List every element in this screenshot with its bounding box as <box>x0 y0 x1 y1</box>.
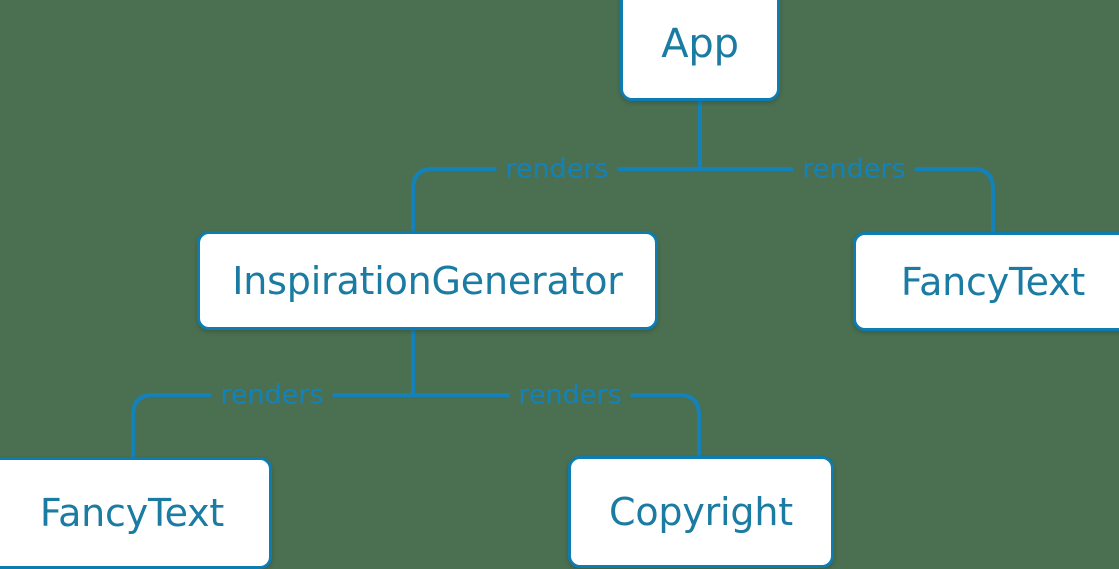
edge-label-inspiration-generator-to-copyright: renders <box>509 381 631 409</box>
node-fancytext-right[interactable]: FancyText <box>853 232 1119 331</box>
edge-label-app-to-inspiration-generator: renders <box>496 155 618 183</box>
node-app-label: App <box>661 20 739 67</box>
node-app[interactable]: App <box>620 0 780 101</box>
edge-label-inspiration-generator-to-fancytext-left: renders <box>211 381 333 409</box>
node-fancytext-left[interactable]: FancyText <box>0 457 272 569</box>
node-copyright[interactable]: Copyright <box>568 456 834 568</box>
edge-label-app-to-fancytext-right: renders <box>793 155 915 183</box>
node-inspiration-generator-label: InspirationGenerator <box>232 258 623 303</box>
node-fancytext-right-label: FancyText <box>900 259 1086 304</box>
node-inspiration-generator[interactable]: InspirationGenerator <box>197 231 658 330</box>
node-fancytext-left-label: FancyText <box>39 491 225 535</box>
node-copyright-label: Copyright <box>609 490 793 534</box>
